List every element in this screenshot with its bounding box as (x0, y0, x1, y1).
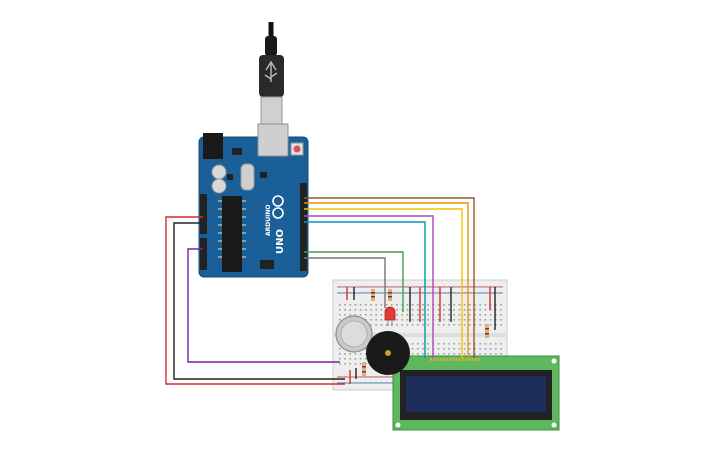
wire-black (173, 222, 345, 380)
wire-magenta (304, 215, 434, 358)
wire-teal (304, 221, 426, 358)
microcontroller-chip (222, 196, 242, 272)
lcd-screen (406, 376, 546, 412)
capacitor (211, 178, 227, 194)
resistor (362, 362, 366, 376)
capacitor (211, 164, 227, 180)
resistor (371, 289, 375, 301)
wire-orange (304, 202, 469, 358)
resistor (388, 289, 392, 301)
power-header (200, 194, 207, 234)
wire-brown (304, 197, 475, 358)
usb-symbol-icon (264, 60, 278, 82)
red-led (384, 306, 396, 326)
usb-b-jack (257, 123, 289, 157)
crystal (240, 163, 255, 191)
wire-gray (304, 257, 386, 308)
wire-purple (187, 248, 340, 363)
usb-cable[interactable] (259, 22, 284, 125)
arduino-infinity-logo (272, 195, 284, 219)
arduino-board[interactable]: ARDUINO UNO (198, 123, 309, 278)
gas-sensor (335, 315, 373, 353)
resistor (485, 324, 489, 338)
wire-red (165, 216, 345, 385)
piezo-buzzer (366, 331, 410, 375)
board-brand-label: ARDUINO (265, 205, 272, 236)
breadboard-jumpers (346, 287, 496, 384)
wires (165, 197, 475, 385)
wire-green (304, 251, 404, 312)
digital-header (300, 183, 307, 271)
power-jack (203, 133, 223, 159)
board-model-label: UNO (275, 229, 286, 254)
analog-header (200, 238, 207, 270)
lcd-display[interactable] (392, 355, 560, 431)
wire-yellow (304, 208, 463, 358)
